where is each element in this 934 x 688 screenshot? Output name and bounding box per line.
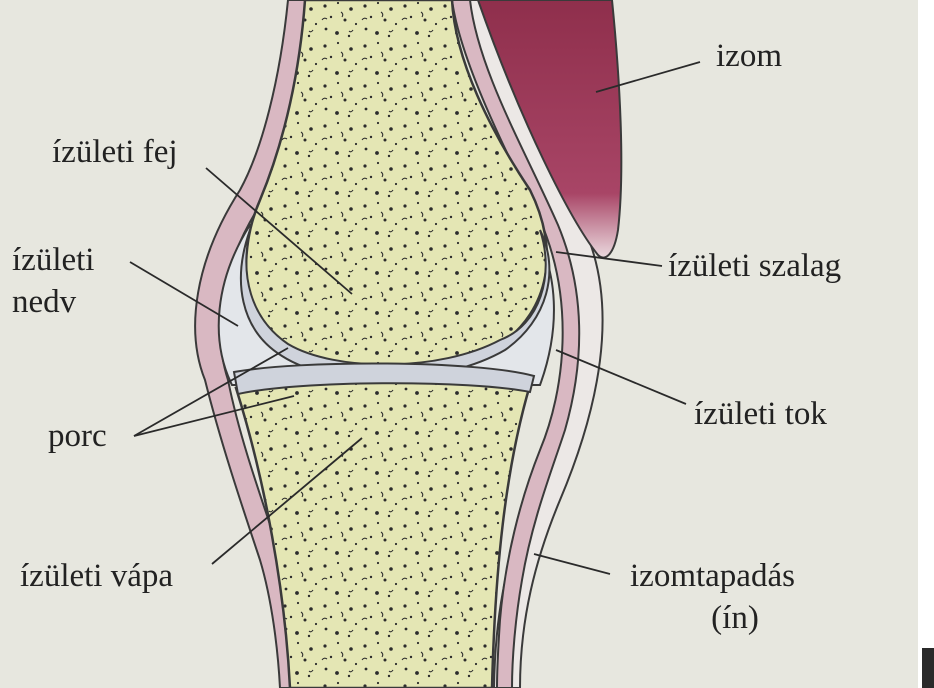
- corner-mark: [922, 648, 934, 688]
- label-izom: izom: [716, 38, 782, 74]
- leader-izuleti-szalag: [555, 251, 663, 267]
- joint-capsule-right: [450, 0, 581, 688]
- muscle: [476, 0, 623, 259]
- head-cartilage: [240, 229, 551, 380]
- label-izuleti-szalag: ízületi szalag: [668, 248, 842, 284]
- socket-cartilage: [232, 362, 536, 396]
- leader-izom: [595, 61, 701, 93]
- label-izuleti-fej: ízületi fej: [52, 134, 178, 170]
- label-izuleti-tok: ízületi tok: [694, 396, 827, 432]
- leader-porc-upper: [133, 347, 289, 437]
- label-porc: porc: [48, 418, 107, 454]
- leader-porc-lower: [133, 395, 295, 437]
- label-izomtapadas-line2: (ín): [711, 600, 759, 636]
- leader-izuleti-fej: [205, 167, 353, 295]
- label-izuleti-vapa: ízületi vápa: [20, 558, 174, 594]
- label-izuleti-nedv-line2: nedv: [12, 284, 77, 320]
- leader-izomtapadas: [533, 553, 611, 575]
- leader-izuleti-nedv: [129, 261, 239, 327]
- label-izuleti-nedv-line1: ízületi: [12, 242, 95, 278]
- page-edge-strip: [918, 0, 934, 688]
- leader-izuleti-tok: [555, 349, 687, 405]
- leader-izuleti-vapa: [211, 437, 363, 565]
- label-izomtapadas-line1: izomtapadás: [630, 558, 795, 594]
